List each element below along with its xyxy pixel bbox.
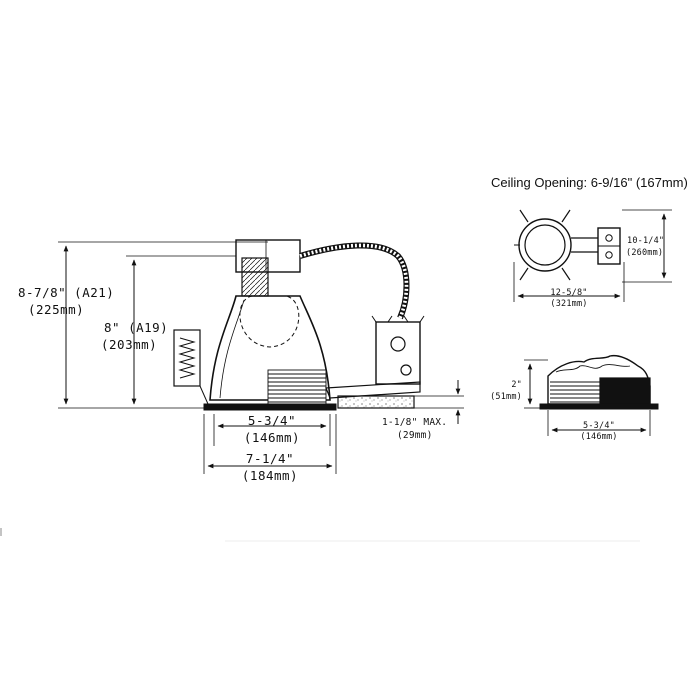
- lamp-bulb-outline: [239, 295, 300, 348]
- top-view-height-metric: (260mm): [626, 248, 664, 258]
- junction-box: [375, 321, 421, 385]
- trim-view-shaded-baffle: [599, 377, 651, 405]
- trim-flange: [203, 403, 337, 411]
- trim-view-height-metric: (51mm): [490, 392, 522, 402]
- trim-width-imperial: 7-1/4": [245, 451, 295, 466]
- trim-view-flange: [539, 403, 659, 410]
- overall-height-imperial: 8-7/8" (A21): [18, 285, 115, 300]
- a19-height-imperial: 8" (A19): [104, 320, 169, 335]
- trim-width-metric: (184mm): [241, 468, 299, 483]
- trim-view-height-imperial: 2": [511, 380, 522, 390]
- top-view-width-imperial: 12-5/8": [550, 288, 588, 298]
- top-view-width-metric: (321mm): [550, 299, 588, 309]
- top-view-housing-ring: [518, 218, 572, 272]
- reflector-cone: [209, 295, 331, 401]
- driver-box: [173, 329, 201, 387]
- top-plan-view: [513, 209, 672, 302]
- mounting-bracket: [325, 381, 421, 399]
- top-view-height-imperial: 10-1/4": [627, 236, 665, 246]
- knockout-bottom: [400, 364, 412, 376]
- ceiling-thickness-metric: (29mm): [397, 430, 433, 441]
- aperture-width-imperial: 5-3/4": [247, 413, 297, 428]
- trim-elevation-view: [524, 354, 659, 436]
- overall-height-metric: (225mm): [28, 302, 85, 317]
- ceiling-thickness-imperial: 1-1/8" MAX.: [382, 417, 448, 428]
- aperture-width-metric: (146mm): [243, 430, 301, 445]
- trim-view-housing: [547, 354, 651, 405]
- socket-housing: [241, 257, 269, 297]
- ceiling-opening-label: Ceiling Opening: 6-9/16" (167mm): [491, 175, 688, 190]
- baffle-ribs: [267, 369, 327, 409]
- main-elevation-view: [58, 239, 464, 474]
- trim-view-width-metric: (146mm): [580, 432, 618, 442]
- knockout-top: [390, 336, 406, 352]
- ceiling-section: [337, 395, 415, 409]
- trim-view-width-imperial: 5-3/4": [583, 421, 615, 431]
- flex-conduit: [299, 242, 410, 320]
- a19-height-metric: (203mm): [101, 337, 158, 352]
